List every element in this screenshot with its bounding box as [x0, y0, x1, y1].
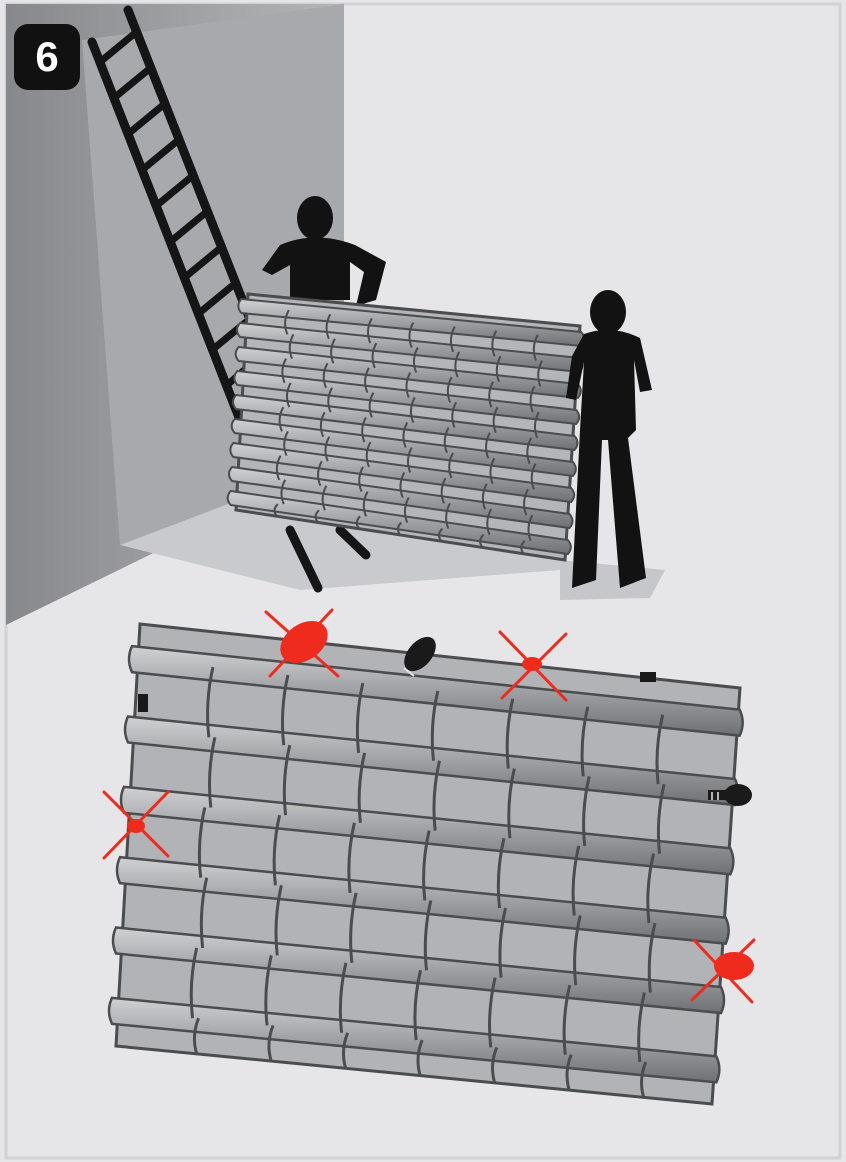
step-number-badge: 6	[14, 24, 80, 90]
fastener-screw-icon	[640, 672, 656, 682]
fastener-screw-icon	[138, 694, 148, 712]
roof-sheet	[109, 624, 743, 1104]
